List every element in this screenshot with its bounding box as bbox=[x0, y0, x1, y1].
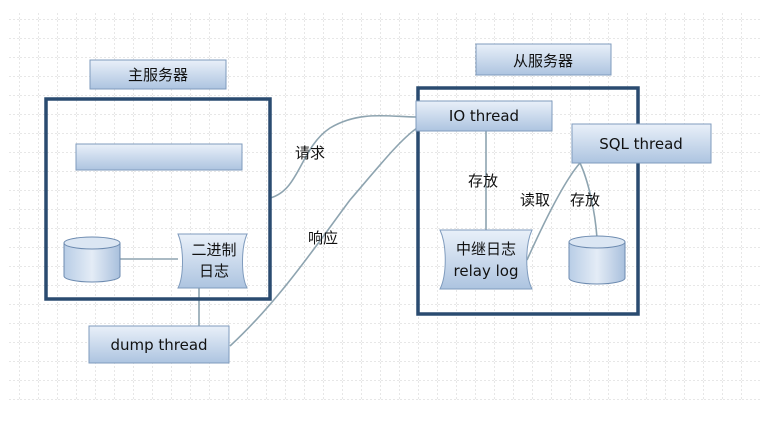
master-title: 主服务器 bbox=[128, 66, 188, 84]
relay-log-label-line2: relay log bbox=[454, 262, 519, 280]
dump-thread-label: dump thread bbox=[110, 336, 207, 354]
binlog-label-line1: 二进制 bbox=[191, 241, 236, 259]
binlog-node: 二进制 日志 bbox=[177, 233, 248, 289]
store-label-sql: 存放 bbox=[570, 191, 600, 209]
sql-read-connector bbox=[526, 162, 581, 261]
master-database-icon bbox=[63, 236, 121, 283]
binlog-label-line2: 日志 bbox=[199, 262, 229, 280]
sql-thread-label: SQL thread bbox=[599, 135, 683, 153]
slave-title: 从服务器 bbox=[513, 52, 573, 70]
slave-server-box bbox=[416, 86, 640, 316]
master-process-bar bbox=[75, 143, 243, 171]
request-connector bbox=[269, 114, 417, 199]
read-label: 读取 bbox=[520, 191, 550, 209]
slave-title-box bbox=[475, 43, 612, 76]
connectors bbox=[120, 114, 598, 347]
request-label: 请求 bbox=[295, 144, 325, 162]
response-label: 响应 bbox=[308, 229, 338, 247]
store-label-io: 存放 bbox=[468, 172, 498, 190]
response-connector bbox=[229, 127, 418, 347]
dump-thread-node bbox=[88, 325, 230, 364]
relay-log-label-line1: 中继日志 bbox=[456, 240, 516, 258]
slave-database-icon bbox=[568, 235, 626, 285]
io-thread-node bbox=[415, 100, 553, 132]
sql-thread-node bbox=[571, 123, 712, 164]
relay-log-node: 中继日志 relay log bbox=[439, 229, 533, 290]
master-title-box bbox=[89, 59, 227, 90]
io-thread-label: IO thread bbox=[449, 107, 519, 125]
sql-store-connector bbox=[579, 162, 598, 239]
master-server-box bbox=[44, 97, 272, 301]
